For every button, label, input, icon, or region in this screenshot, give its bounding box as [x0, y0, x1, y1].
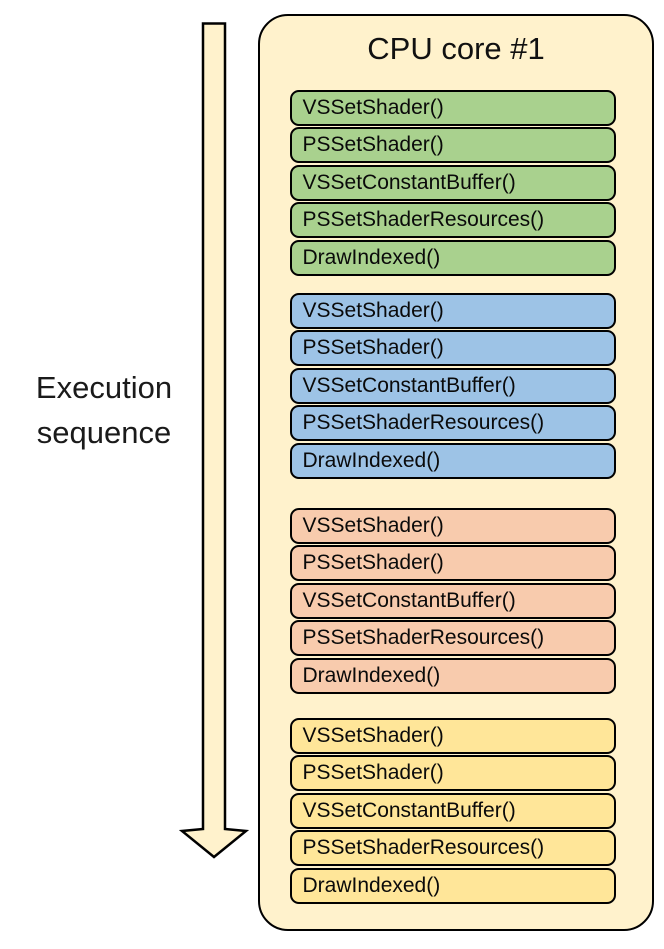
call-box-label: PSSetShaderResources()	[302, 836, 545, 859]
call-box-label: DrawIndexed()	[302, 448, 441, 472]
call-box-label: VSSetConstantBuffer()	[302, 170, 516, 194]
call-box-label: PSSetShader()	[302, 336, 444, 359]
call-box-label: VSSetShader()	[302, 298, 444, 322]
call-group-draw-call-batch-1: VSSetShader() PSSetShader() VSSetConstantB…	[289, 89, 616, 278]
call-box: PSSetShader()	[289, 545, 616, 581]
call-box-label: PSSetShaderResources()	[302, 626, 545, 649]
execution-sequence-label: Execution sequence	[35, 370, 173, 450]
call-box: DrawIndexed()	[289, 657, 616, 694]
call-group-draw-call-batch-2: VSSetShader() PSSetShader() VSSetConstantB…	[289, 292, 616, 481]
call-box: PSSetShaderResources()	[289, 830, 616, 866]
call-box-label: VSSetShader()	[302, 723, 444, 747]
call-box-label: VSSetConstantBuffer()	[302, 373, 516, 397]
call-box: VSSetConstantBuffer()	[289, 582, 616, 619]
call-box: VSSetShader()	[289, 507, 616, 544]
call-box: VSSetConstantBuffer()	[289, 792, 616, 829]
call-box: VSSetConstantBuffer()	[289, 164, 616, 201]
call-box-label: PSSetShader()	[302, 133, 444, 156]
cpu-core-panel: CPU core #1 VSSetShader()PSSetShader()VS…	[258, 14, 654, 931]
call-box: PSSetShader()	[289, 330, 616, 366]
call-box: VSSetShader()	[289, 717, 616, 754]
call-box: VSSetConstantBuffer()	[289, 367, 616, 404]
call-box-label: PSSetShaderResources()	[302, 411, 545, 434]
call-box: PSSetShader()	[289, 755, 616, 791]
call-group-draw-call-batch-3: VSSetShader() PSSetShader() VSSetConstantB…	[289, 507, 616, 696]
call-box: DrawIndexed()	[289, 442, 616, 479]
call-box-label: DrawIndexed()	[302, 873, 441, 897]
call-box-label: VSSetShader()	[302, 513, 444, 537]
call-box: DrawIndexed()	[289, 867, 616, 904]
call-box: DrawIndexed()	[289, 239, 616, 276]
call-group-draw-call-batch-4: VSSetShader() PSSetShader() VSSetConstantB…	[289, 717, 616, 906]
call-box: PSSetShaderResources()	[289, 620, 616, 656]
call-box: VSSetShader()	[289, 89, 616, 126]
call-box-label: PSSetShader()	[302, 761, 444, 784]
cpu-core-title: CPU core #1	[367, 31, 545, 66]
call-box-label: VSSetConstantBuffer()	[302, 588, 516, 612]
call-box: PSSetShader()	[289, 127, 616, 163]
call-box: VSSetShader()	[289, 292, 616, 329]
call-box-label: VSSetShader()	[302, 95, 444, 119]
call-box-label: DrawIndexed()	[302, 663, 441, 687]
call-box-label: DrawIndexed()	[302, 245, 441, 269]
call-box-label: PSSetShader()	[302, 551, 444, 574]
call-box-label: PSSetShaderResources()	[302, 208, 545, 231]
call-box: PSSetShaderResources()	[289, 405, 616, 441]
call-box: PSSetShaderResources()	[289, 202, 616, 238]
execution-sequence-arrow-icon	[179, 22, 249, 859]
call-box-label: VSSetConstantBuffer()	[302, 798, 516, 822]
